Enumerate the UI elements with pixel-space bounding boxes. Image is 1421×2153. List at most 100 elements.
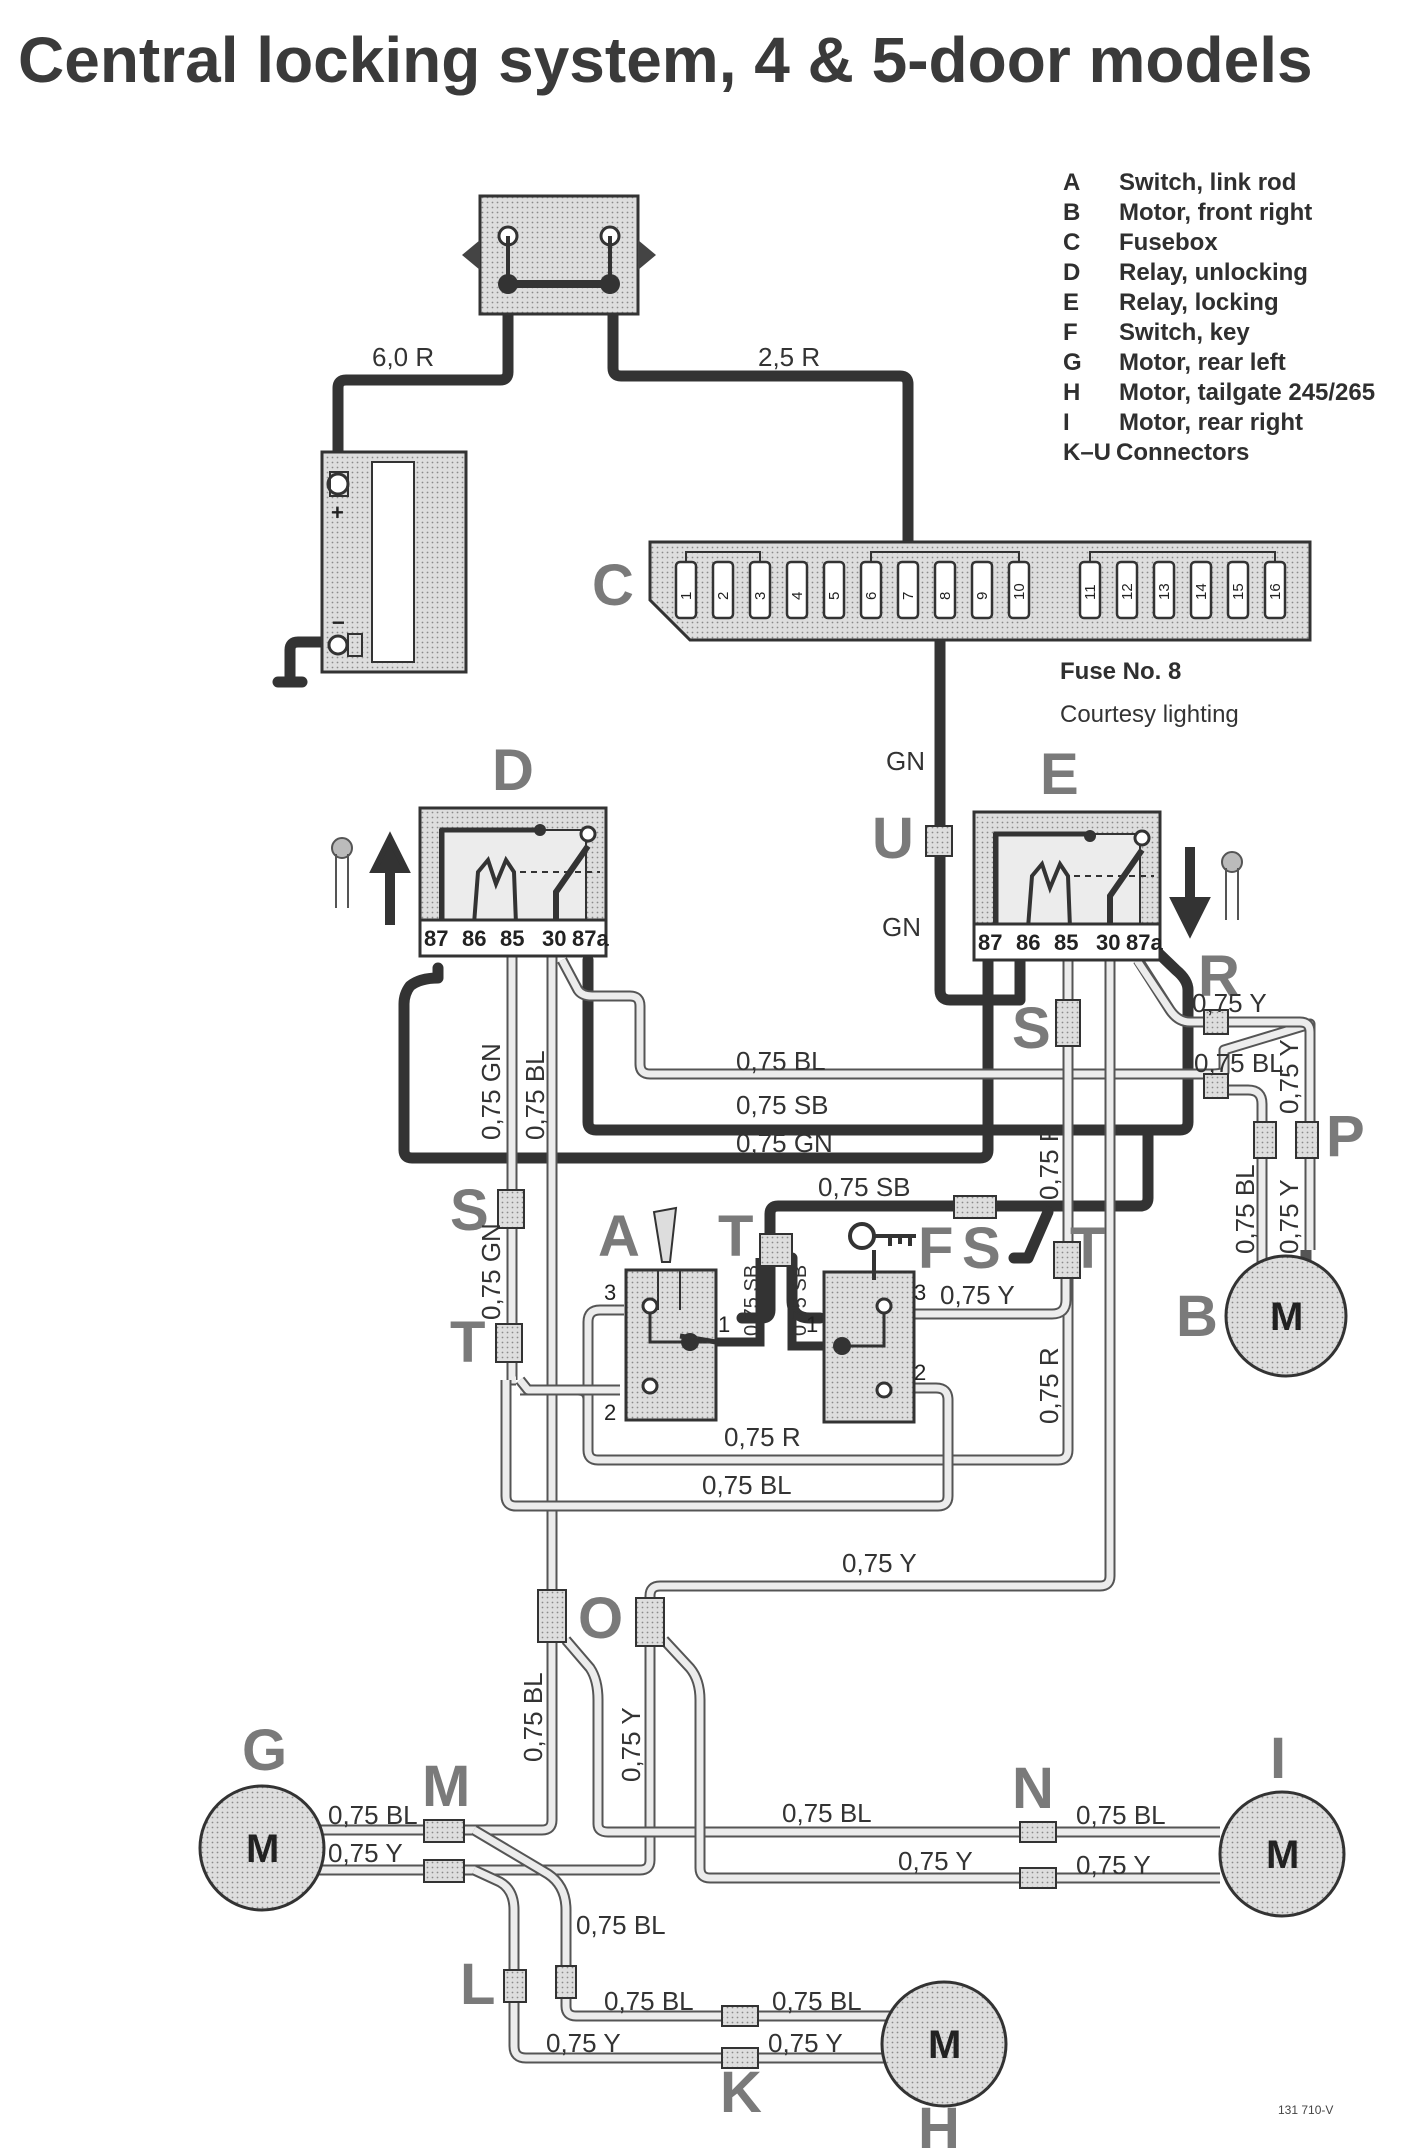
connector-m-top [423,1819,465,1843]
connector-u [925,825,953,857]
battery: + − [320,450,468,674]
fuse-slot: 10 [1007,560,1031,620]
wire-label: 0,75 Y [898,1846,973,1876]
wire-label: 0,75 BL [782,1798,872,1828]
letter-t-left: T [450,1310,485,1375]
legend-key: F [1063,319,1078,346]
wire-label: 0,75 BL [328,1800,418,1830]
legend-text: Motor, front right [1119,199,1312,226]
connector-s-sb [953,1195,997,1219]
connector-k-top [721,2005,759,2027]
light-wires [310,955,1316,2064]
letter-l: L [460,1952,495,2017]
letter-g: G [242,1718,287,1783]
motor-tailgate: M [880,1980,1008,2108]
motor-label: M [1270,1295,1303,1339]
letter-b: B [1176,1284,1218,1349]
motor-label: M [928,2023,961,2067]
relay-locking: 87 86 85 30 87a [972,810,1163,962]
wire-label: 0,75 Y [1076,1850,1151,1880]
legend: A Switch, link rod B Motor, front right … [1063,169,1375,466]
legend-text: Motor, tailgate 245/265 [1119,379,1375,406]
wire-label: 6,0 R [372,342,434,372]
fuse-number: 11 [1082,584,1099,600]
connector-t-left [495,1323,523,1363]
letter-n: N [1012,1756,1054,1821]
legend-key: A [1063,169,1080,196]
motor-label: M [246,1827,279,1871]
wire-label: 0,75 R [724,1422,801,1452]
fuse-note-text: Courtesy lighting [1060,701,1239,728]
wire-label: 0,75 Y [842,1548,917,1578]
legend-key: K–U [1063,439,1111,466]
fuse-number: 14 [1193,583,1210,600]
motor-rear-right: M [1218,1790,1346,1918]
motor-rear-left: M [198,1784,326,1912]
letter-s-sb: S [962,1216,1001,1281]
wire-label: 0,75 GN [476,1223,506,1320]
fuse-number: 8 [937,592,954,600]
wire-label: GN [882,912,921,942]
connector-m-bottom [423,1859,465,1883]
wire-label: 0,75 SB [789,1265,811,1336]
lock-knob-down-icon [1221,851,1243,920]
battery-minus: − [332,610,345,635]
page-title: Central locking system, 4 & 5-door model… [18,24,1313,96]
motor-front-right: M [1224,1254,1348,1378]
wire-label: 0,75 BL [1194,1048,1284,1078]
fuse-number: 3 [752,592,769,600]
legend-key: H [1063,379,1080,406]
legend-key: C [1063,229,1080,256]
fuse-number: 7 [900,592,917,600]
wire-label: 2,5 R [758,342,820,372]
legend-text: Switch, key [1119,319,1250,346]
connector-l-left [503,1969,527,2003]
wire-label: 0,75 BL [518,1672,548,1762]
connector-t-right [1053,1241,1081,1279]
relay-unlocking: 87 86 85 30 87a [418,806,609,958]
letter-u: U [872,806,914,871]
letter-s-left: S [450,1178,489,1243]
legend-text: Relay, unlocking [1119,259,1308,286]
fuse-number: 5 [826,592,843,600]
wire-label: 0,75 R [1034,1123,1064,1200]
legend-text: Fusebox [1119,229,1218,256]
switch-f-pin-3: 3 [914,1280,926,1305]
letter-s-right: S [1012,996,1051,1061]
wire-label: 0,75 Y [328,1838,403,1868]
legend-key: G [1063,349,1082,376]
fuse-slot: 13 [1152,560,1176,620]
connector-p-left [1253,1121,1277,1159]
wire-label: 0,75 BL [1076,1800,1166,1830]
fuse-number: 2 [715,592,732,600]
fuse-slot: 11 [1078,560,1102,620]
wire-label: 0,75 Y [1274,1039,1304,1114]
fuse-number: 6 [863,592,880,600]
fuse-slot: 4 [785,560,809,620]
connector-o-right [635,1597,665,1647]
wire-label: 0,75 Y [1192,988,1267,1018]
letter-d: D [492,738,534,803]
arrow-down-icon [1169,847,1211,939]
fuse-number: 10 [1011,583,1028,600]
relay-d-pin-87a: 87a [572,926,609,951]
connector-r-bottom [1203,1073,1229,1099]
wire-label: 0,75 Y [546,2028,621,2058]
lock-knob-up-icon [331,837,353,908]
connector-p-right [1295,1121,1319,1159]
arrow-up-icon [369,831,411,925]
legend-key: B [1063,199,1080,226]
motor-label: M [1266,1833,1299,1877]
component-letters: C D E U R S P S A T F S T B T O G M N I … [242,553,1365,2153]
relay-e-pin-86: 86 [1016,930,1040,955]
relay-e-pin-87: 87 [978,930,1002,955]
relay-e-pin-30: 30 [1096,930,1120,955]
connector-t-middle [759,1233,793,1267]
connector-s-right [1055,999,1081,1047]
reference-code: 131 710-V [1278,2103,1333,2117]
fuse-slot: 12 [1115,560,1139,620]
legend-text: Connectors [1116,439,1249,466]
letter-a: A [598,1204,640,1269]
